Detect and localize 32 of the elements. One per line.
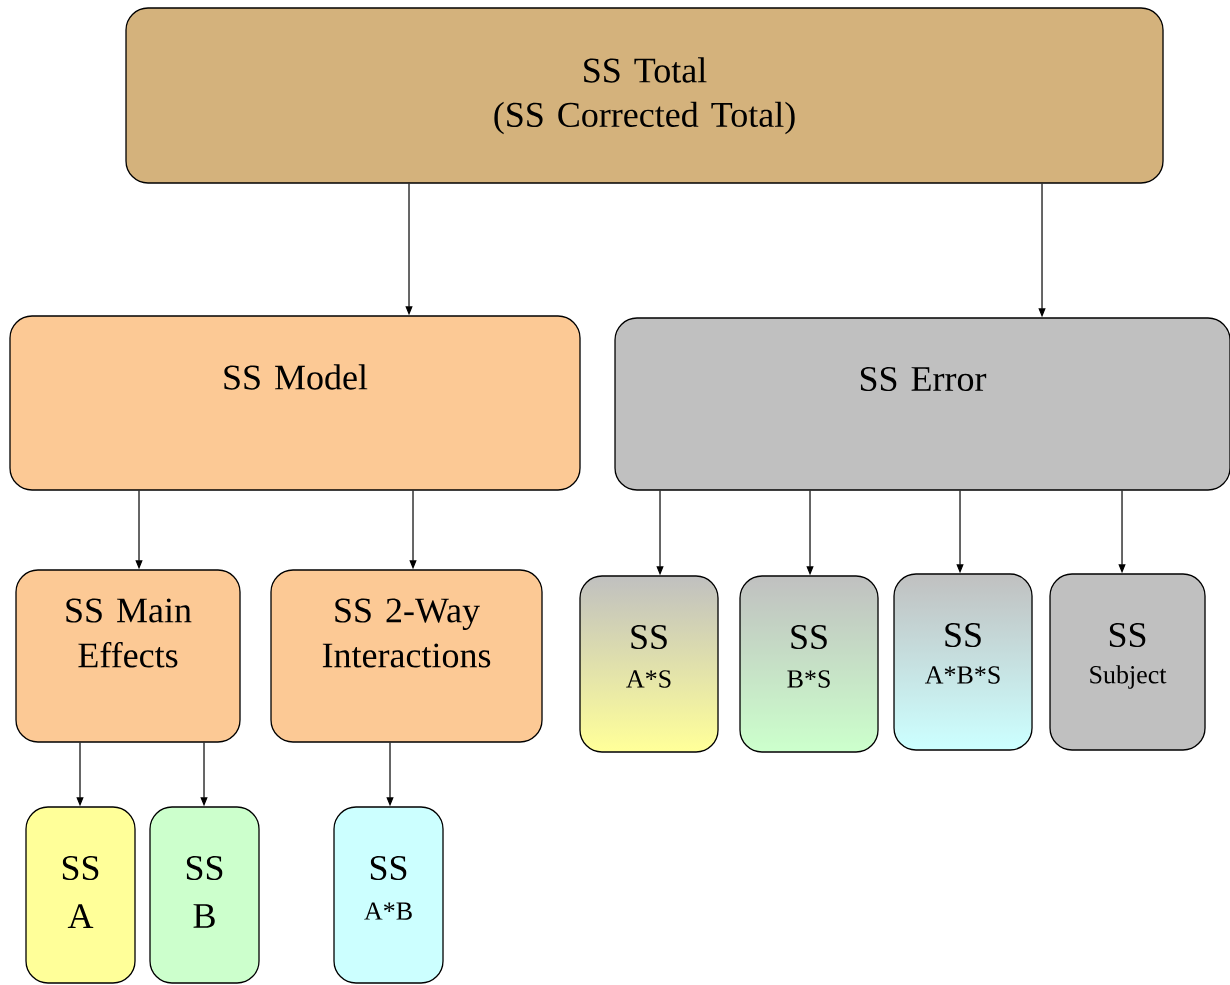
process-box xyxy=(614,317,1230,491)
box-text: B*S xyxy=(787,670,830,688)
process-box xyxy=(739,575,879,753)
box-text: A*S xyxy=(626,670,671,688)
box-text: SS xyxy=(62,855,99,881)
box-text: A xyxy=(67,904,94,928)
box-text: A*B xyxy=(364,902,412,920)
box-text: B xyxy=(193,904,215,928)
box-text: A*B*S xyxy=(925,666,1000,684)
box-text: SS Main Effects xyxy=(66,598,192,668)
box-text: SS xyxy=(791,624,827,650)
box-text: (SS Corrected Total) xyxy=(494,101,795,135)
process-box xyxy=(579,575,719,753)
box-text: SS Model xyxy=(224,364,368,390)
process-box xyxy=(15,569,241,743)
process-box xyxy=(9,315,581,491)
process-box xyxy=(270,569,543,743)
box-text: SS xyxy=(945,622,981,648)
box-text: SS xyxy=(1109,622,1146,648)
box-text: SS xyxy=(186,855,223,881)
box-text: SS xyxy=(631,624,667,650)
process-box xyxy=(333,806,444,984)
process-box xyxy=(149,806,260,984)
box-text: SS 2-Way Interactions xyxy=(322,598,491,668)
process-box xyxy=(893,573,1033,751)
box-text: SS xyxy=(370,855,407,881)
box-text: SS Error xyxy=(860,366,987,392)
box-text: SS Total xyxy=(584,57,707,83)
process-box xyxy=(25,806,136,984)
process-box xyxy=(1049,573,1206,751)
process-box xyxy=(125,7,1164,184)
box-text: Subject xyxy=(1090,665,1167,689)
